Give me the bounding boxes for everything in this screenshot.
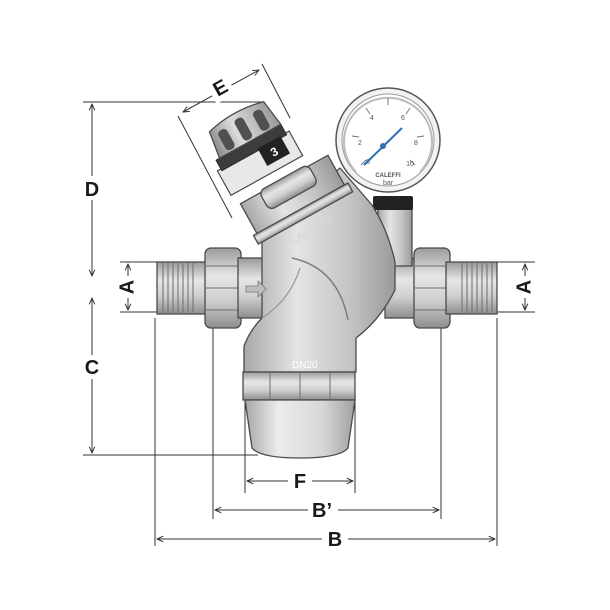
dimension-label-a-left: A [116,280,138,294]
dimension-a-left: A [116,264,140,310]
dimension-b-prime: B’ [215,498,439,522]
size-marking: DN20 [292,360,318,371]
dimension-label-d: D [85,179,99,201]
pressure-gauge: 0 2 4 6 8 10 CALEFFI bar [335,87,441,193]
dimension-label-b: B [328,529,342,551]
gauge-tick-2: 2 [358,140,362,147]
extension-lines [83,63,535,546]
dimension-label-a-right: A [513,280,535,294]
gauge-tick-4: 4 [370,115,374,122]
bonnet [239,154,354,246]
dimension-c: C [80,298,104,453]
dimension-label-f: F [294,471,306,493]
gauge-tick-10: 10 [406,161,414,168]
dimension-label-c: C [85,357,99,379]
gauge-tick-0: 0 [366,159,370,166]
gauge-brand: CALEFFI [375,173,401,179]
filter-bowl [244,399,356,459]
dimension-d: D [80,104,104,276]
dimension-f: F [247,470,353,493]
gauge-unit: bar [383,180,394,187]
gauge-tick-8: 8 [414,140,418,147]
dimension-b: B [157,527,495,551]
dimension-label-b-prime: B’ [312,500,332,522]
gauge-plug [373,196,413,210]
bowl-hex-nut [242,371,356,401]
dimension-e: E [183,70,259,112]
flow-direction-arrow-icon [245,280,267,298]
dimension-a-right: A [513,264,537,310]
adjustment-knob: 3 [208,100,304,197]
gauge-tick-6: 6 [401,115,405,122]
